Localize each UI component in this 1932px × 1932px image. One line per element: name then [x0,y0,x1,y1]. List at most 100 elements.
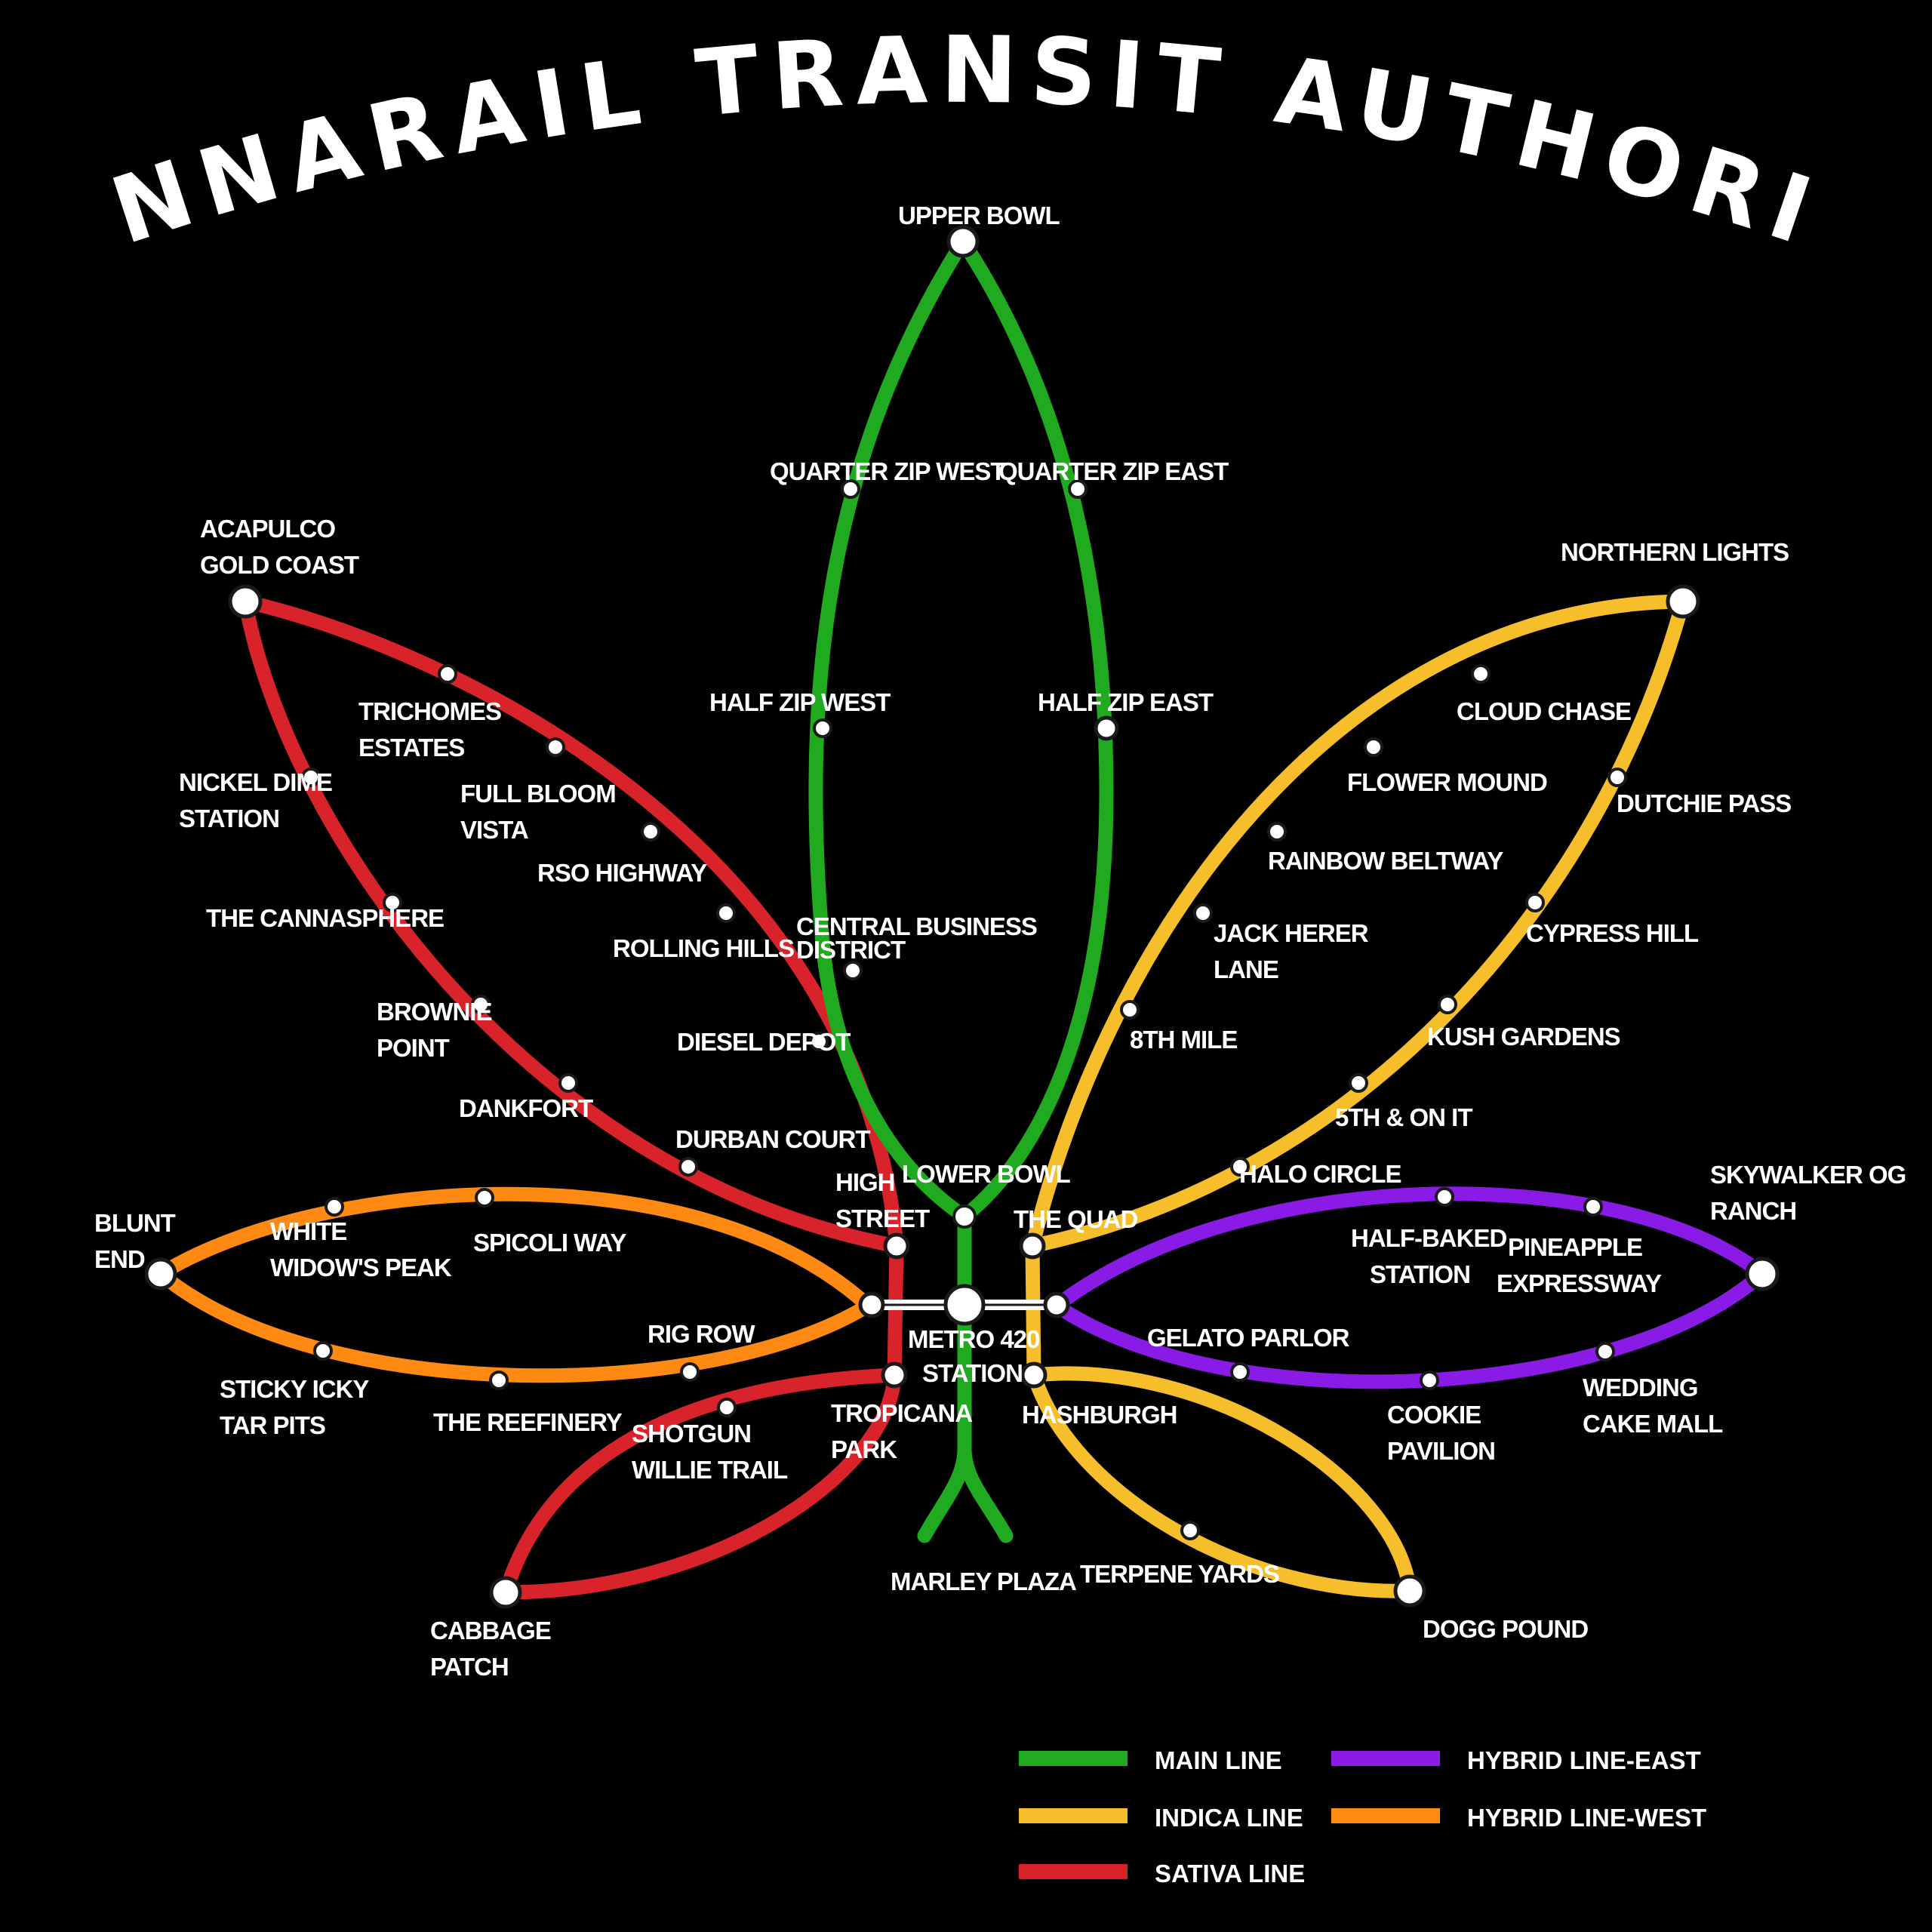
label-cabbage-1: CABBAGE [430,1617,551,1644]
station-hybrid-west-terminal[interactable] [858,1291,885,1318]
main-line-east [955,234,1114,1224]
station-gelato-parlor[interactable] [1230,1362,1250,1382]
label-nickel-1: NICKEL DIME [179,768,332,796]
sativa-connector [887,1238,904,1383]
station-half-zip-east[interactable] [1094,715,1119,741]
station-the-reefinery[interactable] [489,1371,509,1390]
station-8th-mile[interactable] [1120,1000,1140,1020]
label-dankfort: DANKFORT [459,1094,593,1122]
label-the-quad: THE QUAD [1014,1205,1138,1233]
label-cookie-1: COOKIE [1387,1401,1481,1429]
station-dankfort[interactable] [558,1073,578,1093]
label-cannasphere: THE CANNASPHERE [206,904,444,932]
label-half-baked-2: STATION [1370,1260,1470,1288]
label-upper-bowl: UPPER BOWL [898,202,1060,229]
station-shotgun-willie-trail[interactable] [717,1398,737,1417]
station-rig-row[interactable] [680,1362,700,1382]
station-rainbow-beltway[interactable] [1267,822,1287,841]
station-dutchie-pass[interactable] [1607,768,1627,787]
label-skywalker-1: SKYWALKER OG [1710,1161,1906,1189]
station-hybrid-east-terminal[interactable] [1043,1291,1070,1318]
label-half-zip-west: HALF ZIP WEST [709,688,891,716]
station-jack-herer-lane[interactable] [1193,903,1213,923]
label-sticky-1: STICKY ICKY [220,1375,369,1403]
label-quarter-zip-east: QUARTER ZIP EAST [998,457,1229,485]
label-half-baked-1: HALF-BAKED [1351,1224,1506,1252]
label-wedding-1: WEDDING [1583,1374,1698,1401]
station-5th-and-on-it[interactable] [1349,1073,1368,1093]
station-cabbage-patch[interactable] [489,1576,522,1609]
label-cabbage-2: PATCH [430,1653,509,1681]
station-full-bloom-vista[interactable] [546,737,565,757]
station-cloud-chase[interactable] [1471,664,1491,684]
label-8th-mile: 8TH MILE [1130,1026,1237,1054]
station-central-business-district[interactable] [843,961,863,980]
label-rso-highway: RSO HIGHWAY [537,859,707,887]
label-acapulco-1: ACAPULCO [200,515,335,543]
station-cypress-hill[interactable] [1525,893,1545,912]
station-the-cannasphere[interactable] [383,893,402,912]
station-durban-court[interactable] [678,1157,698,1177]
label-jack-herer-1: JACK HERER [1214,919,1369,947]
station-dogg-pound[interactable] [1393,1574,1426,1607]
label-quarter-zip-west: QUARTER ZIP WEST [770,457,1005,485]
station-sticky-icky-tar-pits[interactable] [313,1341,333,1361]
station-spicoli-way[interactable] [475,1188,494,1208]
label-white-widow-2: WIDOW'S PEAK [270,1254,452,1281]
station-northern-lights[interactable] [1666,584,1700,619]
sativa-upper-line-lower [238,594,904,1254]
station-trichomes-estates[interactable] [438,664,457,684]
station-flower-mound[interactable] [1364,737,1383,757]
station-acapulco-gold-coast[interactable] [228,584,263,619]
station-hashburgh[interactable] [1020,1361,1048,1389]
label-pineapple-1: PINEAPPLE [1508,1233,1642,1261]
label-marley-plaza: MARLEY PLAZA [891,1567,1076,1595]
main-line-west [808,234,972,1224]
label-lower-bowl: LOWER BOWL [902,1160,1071,1188]
station-half-zip-west[interactable] [813,718,832,738]
label-rainbow-beltway: RAINBOW BELTWAY [1268,847,1503,875]
station-upper-bowl[interactable] [946,225,980,258]
station-the-quad[interactable] [1019,1232,1046,1260]
label-metro-2: STATION [922,1359,1023,1387]
station-terpene-yards[interactable] [1180,1521,1200,1540]
label-sticky-2: TAR PITS [220,1411,325,1439]
station-brownie-point[interactable] [471,995,491,1014]
label-central-business-2: DISTRICT [796,936,906,964]
label-flower-mound: FLOWER MOUND [1347,768,1547,796]
station-quarter-zip-east[interactable] [1068,479,1088,499]
station-kush-gardens[interactable] [1438,995,1457,1014]
label-cloud-chase: CLOUD CHASE [1457,697,1631,725]
station-half-baked-station[interactable] [1435,1187,1454,1207]
label-skywalker-2: RANCH [1710,1197,1796,1225]
station-pineapple-expressway[interactable] [1583,1197,1603,1217]
indica-connector [1025,1238,1041,1383]
station-high-street[interactable] [883,1232,910,1260]
station-skywalker-og-ranch[interactable] [1745,1257,1780,1291]
label-half-zip-east: HALF ZIP EAST [1038,688,1214,716]
main-line-fork-east [957,1441,1014,1543]
station-rso-highway[interactable] [641,822,660,841]
station-nickel-dime-station[interactable] [301,768,321,787]
label-full-bloom-1: FULL BLOOM [460,780,616,808]
station-white-widows-peak[interactable] [325,1197,344,1217]
label-white-widow-1: WHITE [270,1217,346,1245]
station-cookie-pavilion[interactable] [1420,1371,1439,1390]
label-diesel-depot: DIESEL DEPOT [677,1028,851,1056]
station-halo-circle[interactable] [1230,1157,1250,1177]
legend-label-main: MAIN LINE [1155,1746,1282,1774]
label-full-bloom-2: VISTA [460,816,528,844]
station-lower-bowl[interactable] [952,1204,977,1229]
station-blunt-end[interactable] [144,1257,177,1291]
label-jack-herer-2: LANE [1214,955,1278,983]
station-wedding-cake-mall[interactable] [1595,1342,1615,1361]
label-wedding-2: CAKE MALL [1583,1410,1723,1438]
label-rolling-hills: ROLLING HILLS [613,934,794,962]
label-reefinery: THE REEFINERY [433,1408,623,1436]
station-tropicana-park[interactable] [881,1361,908,1389]
station-metro-420[interactable] [943,1284,986,1326]
station-rolling-hills[interactable] [716,903,736,923]
label-high-street-2: STREET [835,1204,930,1232]
station-quarter-zip-west[interactable] [841,479,860,499]
station-diesel-depot[interactable] [809,1032,829,1051]
